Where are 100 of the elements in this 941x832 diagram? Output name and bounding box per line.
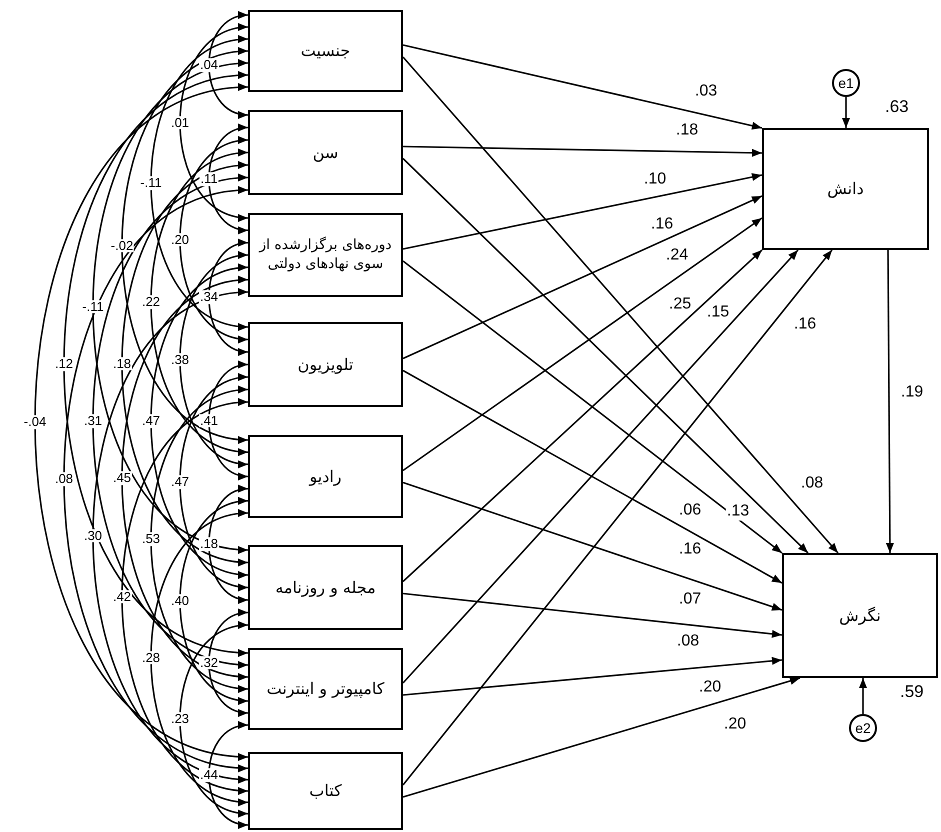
- edge-label: .23: [170, 712, 190, 726]
- covariance-arrow: [121, 163, 248, 564]
- edge-label: .04: [198, 58, 220, 72]
- variable-box: [248, 435, 403, 518]
- covariance-arrow: [150, 510, 248, 804]
- path-arrow: [402, 158, 809, 554]
- covariance-arrow: [150, 36, 248, 330]
- edge-label: .18: [198, 538, 220, 552]
- variable-box: [248, 213, 403, 297]
- variable-box: [248, 322, 403, 407]
- edge-label: .11: [199, 172, 219, 186]
- covariance-arrow: [208, 486, 248, 602]
- path-arrow: [886, 250, 894, 553]
- path-arrow: [402, 250, 833, 786]
- edge-label: .47: [170, 475, 190, 490]
- edge-label: -.11: [81, 300, 105, 314]
- error-circle: [849, 714, 877, 742]
- edge-label: .12: [54, 357, 74, 371]
- edge-label: .38: [170, 352, 190, 366]
- edge-label: .42: [112, 590, 132, 604]
- edge-label: .31: [82, 414, 104, 428]
- covariance-arrow: [208, 722, 248, 828]
- node-label: رادیو: [308, 466, 342, 488]
- path-arrow: [402, 592, 782, 638]
- path-arrow: [402, 249, 799, 684]
- path-arrow: [402, 677, 800, 798]
- path-arrow: [402, 656, 782, 696]
- node-label: e2: [854, 718, 872, 738]
- node-label: کتاب: [308, 780, 343, 802]
- edge-label: .28: [140, 650, 162, 664]
- value-label: .59: [900, 683, 924, 700]
- covariance-arrow: [208, 240, 248, 354]
- edge-label: .30: [82, 529, 104, 543]
- variable-box: [248, 648, 403, 730]
- node-label: e1: [837, 74, 855, 92]
- covariance-arrow: [179, 375, 248, 590]
- path-arrow: [402, 195, 762, 360]
- edge-label: -.02: [110, 238, 134, 252]
- path-arrow: [402, 173, 762, 250]
- variable-box: [782, 553, 938, 678]
- covariance-arrow: [179, 498, 248, 704]
- covariance-arrow: [121, 49, 248, 442]
- edge-label: .47: [140, 414, 162, 428]
- covariance-arrow: [121, 400, 248, 793]
- variable-box: [248, 110, 403, 195]
- variable-box: [248, 545, 403, 630]
- node-label: دوره‌های برگزارشده از سوی نهادهای دولتی: [258, 236, 393, 274]
- edge-label: .34: [198, 290, 220, 304]
- edge-label: .13: [726, 504, 750, 520]
- covariance-arrow: [150, 265, 248, 577]
- edge-label: .01: [170, 116, 190, 130]
- node-label: جنسیت: [300, 40, 352, 62]
- edge-label: .53: [140, 532, 162, 546]
- path-arrow: [859, 678, 867, 714]
- covariance-arrow: [179, 138, 248, 342]
- covariance-arrow: [208, 362, 248, 479]
- path-arrow: [842, 97, 850, 128]
- path-arrow: [402, 260, 782, 554]
- error-circle: [832, 69, 860, 97]
- edge-label: .45: [112, 472, 132, 486]
- covariance-arrow: [92, 61, 248, 552]
- edge-label: .20: [170, 232, 190, 247]
- path-arrow: [402, 146, 762, 157]
- edge-label: .41: [198, 414, 220, 428]
- node-label: تلویزیون: [296, 354, 354, 376]
- path-arrow: [402, 217, 762, 472]
- node-label: مجله و روزنامه: [274, 576, 377, 598]
- edge-label: .44: [198, 768, 220, 782]
- path-arrow: [402, 56, 839, 554]
- path-arrow: [402, 370, 782, 584]
- edge-label: .18: [112, 356, 132, 371]
- covariance-arrow: [150, 150, 248, 454]
- path-arrow: [402, 249, 763, 582]
- path-arrow: [402, 482, 782, 611]
- node-label: کامپیوتر و اینترنت: [266, 678, 386, 700]
- covariance-arrow: [121, 278, 248, 679]
- node-label: نگرش: [838, 604, 882, 626]
- value-label: .63: [885, 98, 909, 115]
- edge-label: -.04: [22, 415, 48, 429]
- covariance-arrow: [179, 24, 248, 220]
- edge-label: .40: [170, 594, 190, 608]
- covariance-arrow: [179, 622, 248, 816]
- covariance-arrow: [63, 73, 248, 655]
- edge-label: .22: [140, 296, 162, 310]
- edge-label: .32: [198, 656, 220, 670]
- edge-label: -.11: [139, 176, 163, 190]
- covariance-arrow: [63, 188, 248, 770]
- edge-label: .08: [54, 472, 74, 486]
- covariance-arrow: [150, 388, 248, 691]
- covariance-arrow: [179, 253, 248, 466]
- covariance-arrow: [208, 610, 248, 716]
- variable-box: [248, 10, 403, 92]
- covariance-arrow: [92, 176, 248, 667]
- path-arrow: [402, 44, 762, 130]
- covariance-arrow: [208, 125, 248, 233]
- variable-box: [762, 128, 929, 250]
- covariance-arrow: [208, 12, 248, 118]
- node-label: دانش: [826, 178, 865, 200]
- variable-box: [248, 752, 403, 830]
- node-label: سن: [312, 142, 340, 164]
